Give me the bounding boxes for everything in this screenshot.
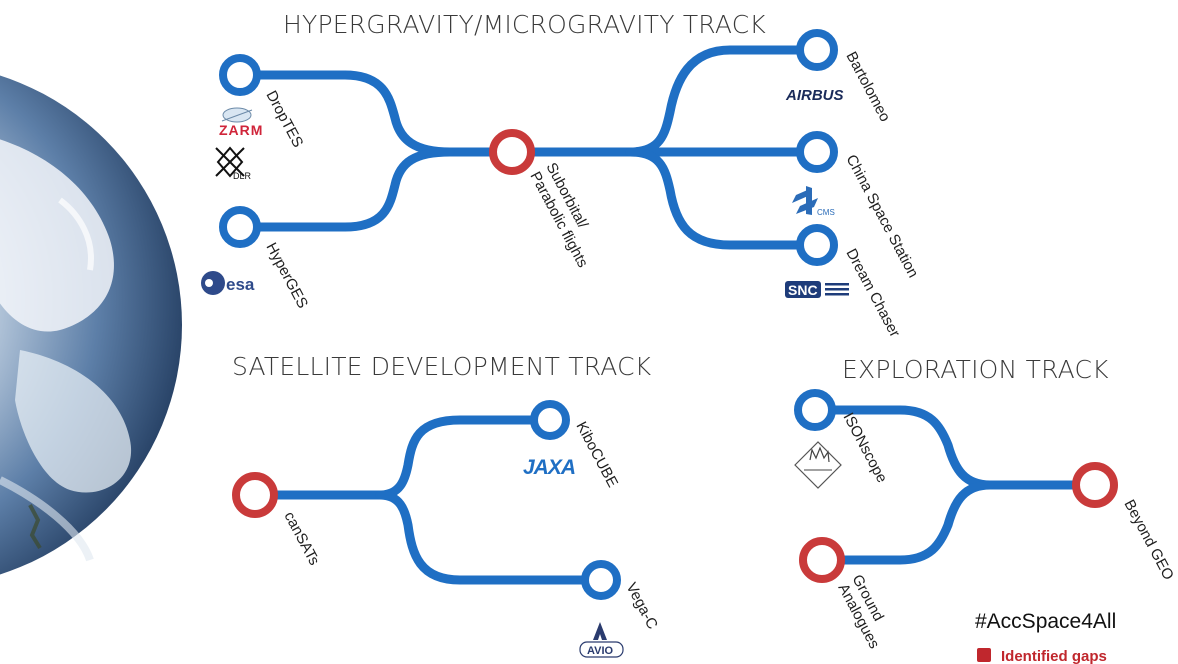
node-dream-chaser[interactable] (796, 224, 838, 266)
label-kibocube: KiboCUBE (572, 419, 621, 490)
label-droptes: DropTES (262, 88, 306, 150)
esa-logo: esa (201, 271, 255, 295)
node-hyperges[interactable] (219, 206, 261, 248)
label-beyond-geo: Beyond GEO (1120, 497, 1177, 583)
node-beyond-geo[interactable] (1072, 462, 1118, 508)
svg-text:AVIO: AVIO (587, 645, 614, 657)
node-isonscope[interactable] (794, 389, 836, 431)
svg-text:esa: esa (226, 275, 255, 294)
snc-logo: SNC (785, 281, 849, 298)
exploration-track-title: EXPLORATION TRACK (842, 355, 1109, 384)
node-ground-analogues[interactable] (799, 537, 845, 583)
node-vega-c[interactable] (581, 560, 621, 600)
node-bartolomeo[interactable] (796, 29, 838, 71)
svg-text:DLR: DLR (233, 171, 252, 181)
hypergravity-pipes (253, 45, 805, 250)
jaxa-logo: JAXA (523, 456, 575, 479)
isonscope-logo (794, 441, 842, 489)
earth-image (0, 75, 182, 575)
satellite-pipes (268, 415, 590, 585)
exploration-pipes (825, 405, 1080, 565)
cms-logo: CMS (792, 186, 835, 217)
airbus-logo: AIRBUS (785, 87, 844, 104)
label-vega-c: Vega-C (622, 580, 661, 632)
node-droptes[interactable] (219, 54, 261, 96)
node-suborbital[interactable] (489, 129, 535, 175)
satellite-track-title: SATELLITE DEVELOPMENT TRACK (232, 352, 652, 381)
avio-logo: AVIO (579, 622, 624, 658)
label-dream-chaser: Dream Chaser (842, 246, 903, 340)
node-china-station[interactable] (796, 131, 838, 173)
svg-text:CMS: CMS (817, 208, 835, 217)
legend-swatch (977, 648, 991, 662)
legend-label: Identified gaps (1001, 648, 1107, 664)
label-hyperges: HyperGES (262, 240, 311, 311)
label-isonscope: ISONscope (839, 410, 890, 486)
svg-text:ZARM: ZARM (219, 122, 263, 138)
zarm-logo: ZARM (219, 107, 263, 138)
hypergravity-track-title: HYPERGRAVITY/MICROGRAVITY TRACK (283, 10, 766, 39)
label-cansats: canSATs (280, 509, 322, 568)
node-kibocube[interactable] (530, 400, 570, 440)
hashtag: #AccSpace4All (975, 610, 1116, 633)
node-cansats[interactable] (232, 472, 278, 518)
svg-text:SNC: SNC (788, 282, 818, 298)
dlr-logo: DLR (215, 146, 252, 181)
label-bartolomeo: Bartolomeo (842, 49, 893, 125)
